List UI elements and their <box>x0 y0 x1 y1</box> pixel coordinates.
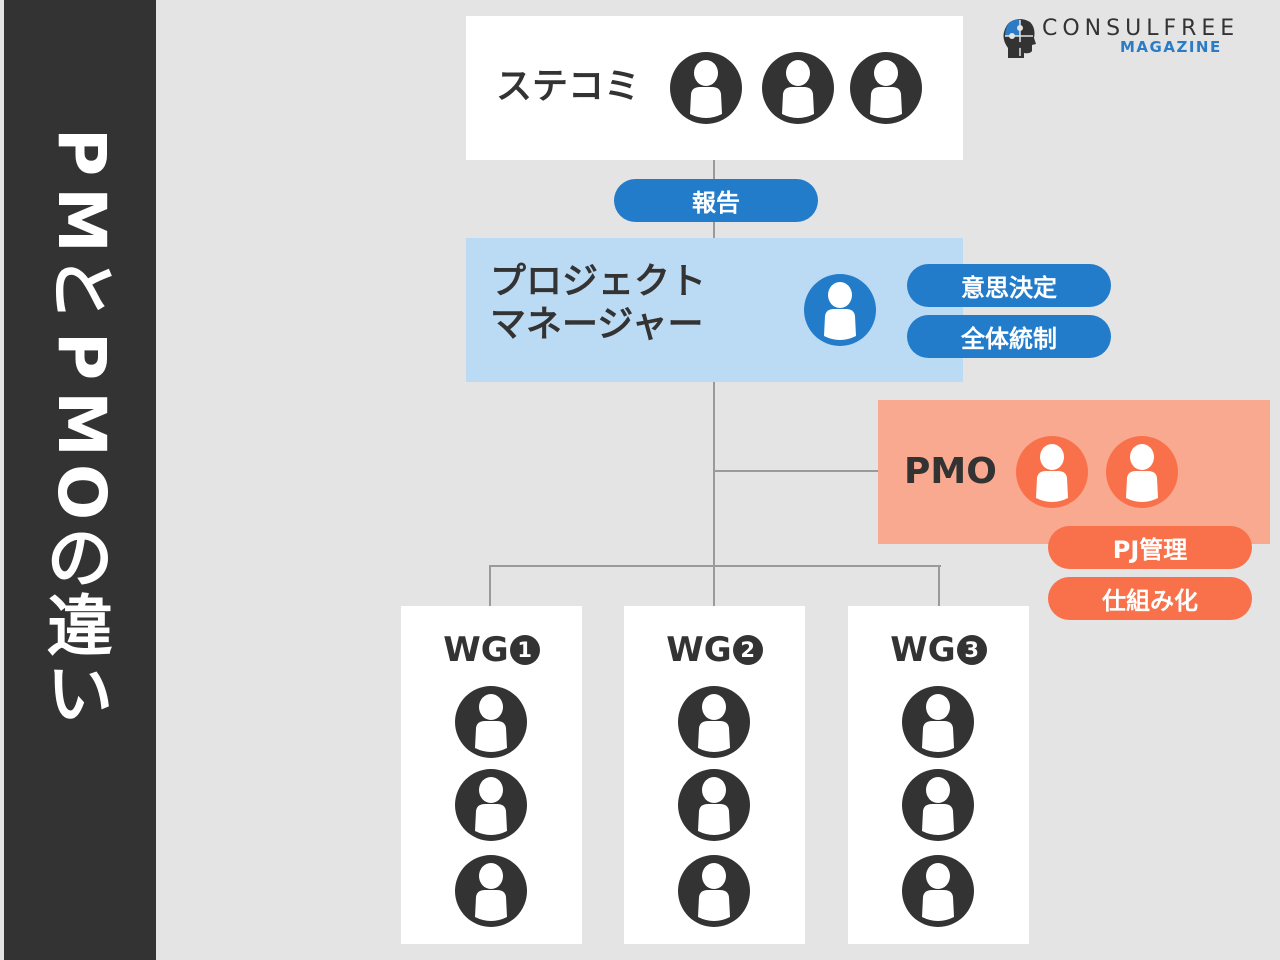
project-manager-label-line1: プロジェクト <box>490 261 707 302</box>
person-icon <box>678 855 750 927</box>
person-icon <box>902 855 974 927</box>
pmo-box: PMO <box>878 400 1270 544</box>
person-icon <box>1016 436 1088 508</box>
person-icon <box>678 686 750 758</box>
person-icon <box>670 52 742 124</box>
person-icon <box>455 855 527 927</box>
sidebar-title-panel: P M と P M O の 違 い <box>4 0 156 960</box>
wg-number-badge: 2 <box>732 635 763 665</box>
person-icon <box>850 52 922 124</box>
role-pill-pj-management: PJ管理 <box>1048 526 1252 569</box>
role-pill-systemization: 仕組み化 <box>1048 577 1252 620</box>
project-manager-label: プロジェクト マネージャー <box>490 260 706 346</box>
role-pill-control: 全体統制 <box>907 315 1111 358</box>
title-char: P <box>43 331 120 381</box>
person-icon <box>762 52 834 124</box>
project-manager-box: プロジェクト マネージャー <box>466 238 963 382</box>
wg-prefix: WG <box>666 630 732 670</box>
title-char: O <box>42 463 120 521</box>
role-pill-decision: 意思決定 <box>907 264 1111 307</box>
consulfree-logo[interactable]: CONSULFREE MAGAZINE <box>1002 16 1262 60</box>
sidebar-title: P M と P M O の 違 い <box>4 118 156 730</box>
wg-number-badge: 3 <box>956 635 987 665</box>
wg-prefix: WG <box>443 630 509 670</box>
person-icon <box>804 274 876 346</box>
head-puzzle-icon <box>1003 19 1036 58</box>
person-icon <box>1106 436 1178 508</box>
connector-wg-bar <box>489 565 941 567</box>
connector-wg3 <box>938 567 940 606</box>
connector-pmo <box>713 470 878 472</box>
person-icon <box>678 769 750 841</box>
title-char: の <box>47 520 113 597</box>
title-char: M <box>43 391 120 457</box>
person-icon <box>455 686 527 758</box>
report-pill: 報告 <box>614 179 818 222</box>
person-icon <box>902 769 974 841</box>
person-icon <box>902 686 974 758</box>
logo-wordmark: CONSULFREE <box>1042 16 1240 41</box>
logo-subtitle: MAGAZINE <box>1120 38 1222 56</box>
steering-committee-box: ステコミ <box>466 16 963 160</box>
title-char: と <box>43 255 120 321</box>
wg-prefix: WG <box>890 630 956 670</box>
title-char: い <box>47 656 113 733</box>
title-char: M <box>43 187 120 253</box>
wg-number-badge: 1 <box>509 635 540 665</box>
person-icon <box>455 769 527 841</box>
connector-pm-wg <box>713 382 715 606</box>
project-manager-label-line2: マネージャー <box>490 304 704 346</box>
steering-committee-label: ステコミ <box>496 66 641 107</box>
title-char: 違 <box>47 588 113 665</box>
title-char: P <box>43 127 120 177</box>
connector-wg1 <box>489 565 491 606</box>
pmo-label: PMO <box>904 451 997 492</box>
